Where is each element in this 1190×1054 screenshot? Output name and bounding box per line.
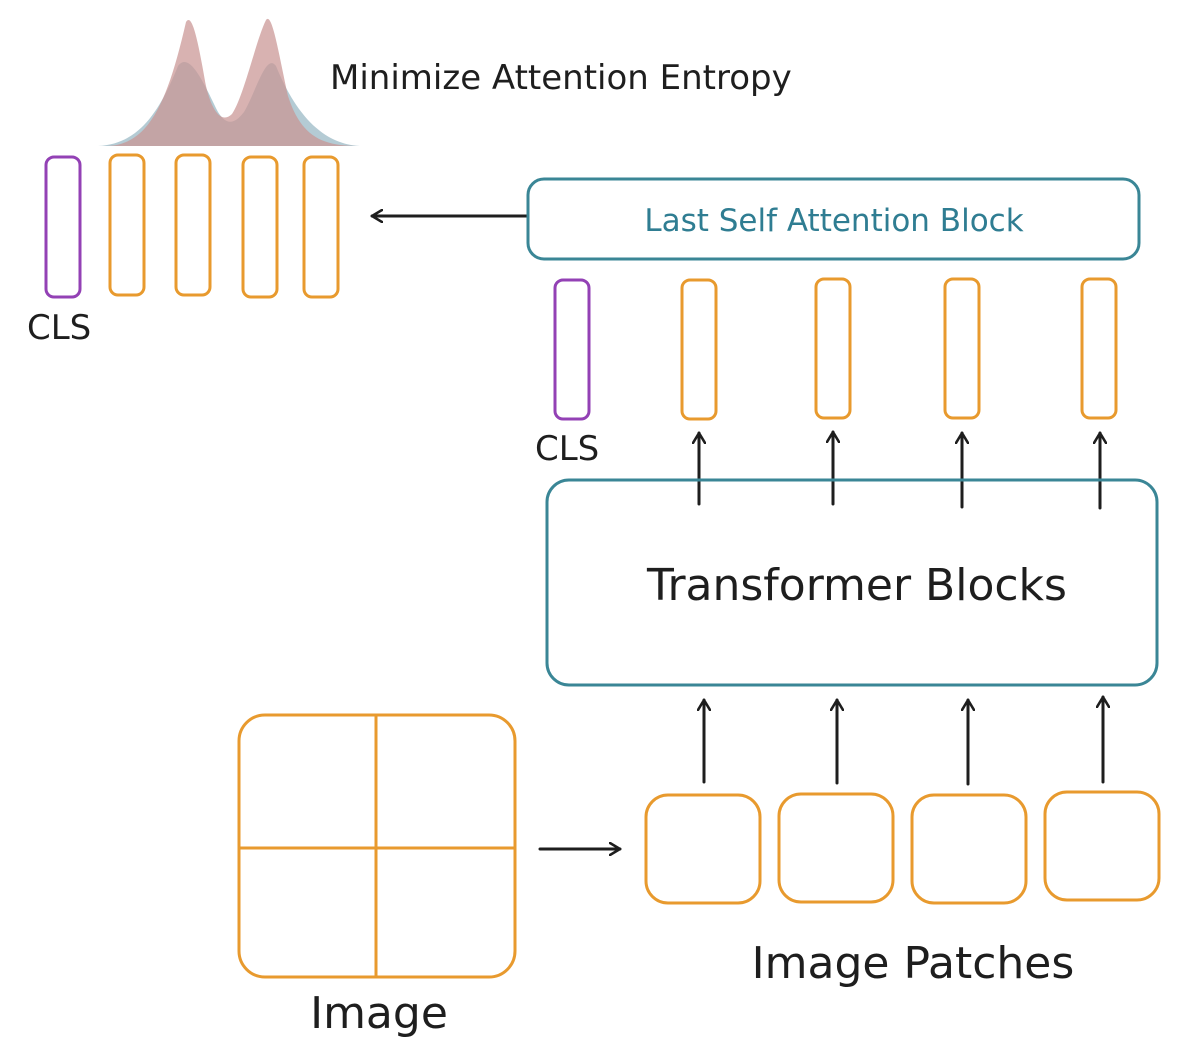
patch-token-mid — [814, 277, 852, 420]
cls-token-top — [44, 155, 82, 299]
patch-token-top — [108, 153, 146, 297]
arrows-transformer-to-tokens — [699, 430, 1100, 510]
transformer-label: Transformer Blocks — [646, 560, 1067, 611]
image-patch — [1043, 790, 1161, 902]
last-self-attention-block — [526, 177, 1141, 261]
image-patch — [910, 793, 1028, 905]
patch-token-mid — [943, 277, 981, 420]
entropy-label: Minimize Attention Entropy — [330, 58, 792, 98]
distribution-curve-red — [108, 18, 360, 146]
cls-label-top: CLS — [27, 308, 91, 348]
patches-label: Image Patches — [752, 938, 1075, 989]
attention-distribution — [98, 18, 360, 147]
patch-token-top — [174, 153, 212, 297]
patch-token-top — [302, 155, 340, 299]
patch-token-top — [241, 155, 279, 299]
image-patches — [644, 790, 1161, 905]
image-patch — [777, 792, 895, 904]
arrows-patches-to-transformer — [704, 695, 1103, 786]
cls-label-mid: CLS — [535, 429, 599, 469]
cls-token-mid — [553, 278, 591, 421]
output-token-row — [44, 153, 340, 299]
patch-token-mid — [680, 278, 718, 421]
input-image — [237, 713, 517, 979]
patch-token-mid — [1080, 277, 1118, 420]
transformer-output-tokens — [553, 277, 1118, 421]
image-label: Image — [310, 988, 448, 1039]
transformer-blocks — [545, 478, 1159, 687]
image-patch — [644, 793, 762, 905]
last-block-label: Last Self Attention Block — [644, 203, 1023, 239]
